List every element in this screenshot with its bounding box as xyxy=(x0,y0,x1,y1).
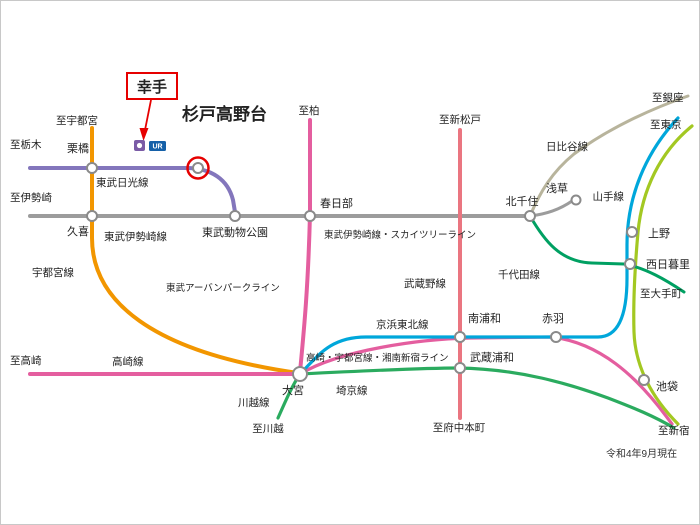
tobu-urban-park-line xyxy=(298,118,312,374)
station-label-akabane: 赤羽 xyxy=(542,312,564,325)
dest-label-fuchu-hommachi: 至府中本町 xyxy=(433,421,486,434)
line-label-keihin-tohoku: 京浜東北線 xyxy=(376,318,429,331)
ur-badge xyxy=(149,141,166,151)
satte-callout-arrowhead xyxy=(139,128,149,141)
utsunomiya-line xyxy=(90,126,300,375)
station-kitasenju xyxy=(524,210,536,222)
station-label-kasukabe: 春日部 xyxy=(320,196,353,210)
station-sugito-takanodai xyxy=(192,162,204,174)
station-omiya xyxy=(292,366,308,382)
station-label-minami-urawa: 南浦和 xyxy=(468,312,501,325)
station-kasukabe xyxy=(304,210,316,222)
dest-label-kashiwa: 至柏 xyxy=(299,104,320,117)
dest-label-tokyo: 至東京 xyxy=(650,118,682,131)
station-label-ueno: 上野 xyxy=(648,227,670,240)
line-label-hibiya: 日比谷線 xyxy=(546,140,588,153)
line-label-kawagoe: 川越線 xyxy=(238,396,270,409)
dest-label-ginza: 至銀座 xyxy=(652,91,684,104)
dest-label-shinjuku: 至新宿 xyxy=(658,424,690,437)
station-label-kitasenju: 北千住 xyxy=(506,194,539,208)
line-label-urban-park: 東武アーバンパークライン xyxy=(166,282,280,294)
station-ikebukuro xyxy=(638,374,650,386)
line-label-utsunomiya: 宇都宮線 xyxy=(32,266,74,279)
station-nishi-nippori xyxy=(624,258,636,270)
station-tobu-dobutsu-koen xyxy=(229,210,241,222)
line-label-musashino: 武蔵野線 xyxy=(404,277,446,290)
dest-label-kawagoe: 至川越 xyxy=(252,422,284,435)
location-marker-dot xyxy=(136,142,143,149)
station-minami-urawa xyxy=(454,331,466,343)
dest-label-takasaki: 至高崎 xyxy=(10,354,42,367)
dest-label-isesaki: 至伊勢崎 xyxy=(10,191,52,204)
station-kuki xyxy=(86,210,98,222)
dest-label-otemachi: 至大手町 xyxy=(640,287,682,300)
station-label-kuki: 久喜 xyxy=(67,225,89,238)
station-label-tobu-dobutsu-koen: 東武動物公園 xyxy=(202,225,268,239)
dest-label-tochigi: 至栃木 xyxy=(10,138,42,151)
station-asakusa xyxy=(570,194,582,206)
station-ueno xyxy=(626,226,638,238)
line-label-takasaki: 高崎線 xyxy=(112,355,144,368)
station-musashi-urawa xyxy=(454,362,466,374)
ur-badge-label: UR xyxy=(152,144,162,151)
sugito-highlight-ring xyxy=(186,156,210,180)
sugito-highlight-label: 杉戸高野台 xyxy=(182,104,267,124)
station-kurihashi xyxy=(86,162,98,174)
satte-callout-arrow-shaft xyxy=(144,99,152,131)
as-of-note: 令和4年9月現在 xyxy=(606,447,677,460)
satte-callout-box xyxy=(126,72,178,100)
line-label-shonan-shinjuku: 高崎・宇都宮線・湘南新宿ライン xyxy=(306,352,449,364)
station-label-nishi-nippori: 西日暮里 xyxy=(646,257,690,271)
line-label-yamanote: 山手線 xyxy=(593,190,625,203)
satte-callout-label: 幸手 xyxy=(137,78,167,96)
station-akabane xyxy=(550,331,562,343)
station-label-musashi-urawa: 武蔵浦和 xyxy=(470,351,514,364)
dest-label-utsunomiya: 至宇都宮 xyxy=(56,114,98,127)
line-label-tobu-skytree: 東武伊勢崎線・スカイツリーライン xyxy=(324,229,476,241)
hibiya-line xyxy=(528,94,690,218)
line-label-tobu-nikko: 東武日光線 xyxy=(96,176,149,189)
keihin-tohoku-line xyxy=(298,116,680,376)
chiyoda-line xyxy=(528,214,686,294)
station-label-ikebukuro: 池袋 xyxy=(656,379,678,393)
line-label-chiyoda: 千代田線 xyxy=(498,268,540,281)
line-label-tobu-isesaki: 東武伊勢崎線 xyxy=(104,230,167,243)
station-label-omiya: 大宮 xyxy=(282,383,304,397)
station-label-kurihashi: 栗橋 xyxy=(67,141,89,155)
dest-label-shin-matsudo: 至新松戸 xyxy=(439,113,481,126)
line-label-saikyo: 埼京線 xyxy=(336,384,368,397)
station-label-asakusa: 浅草 xyxy=(546,182,568,195)
